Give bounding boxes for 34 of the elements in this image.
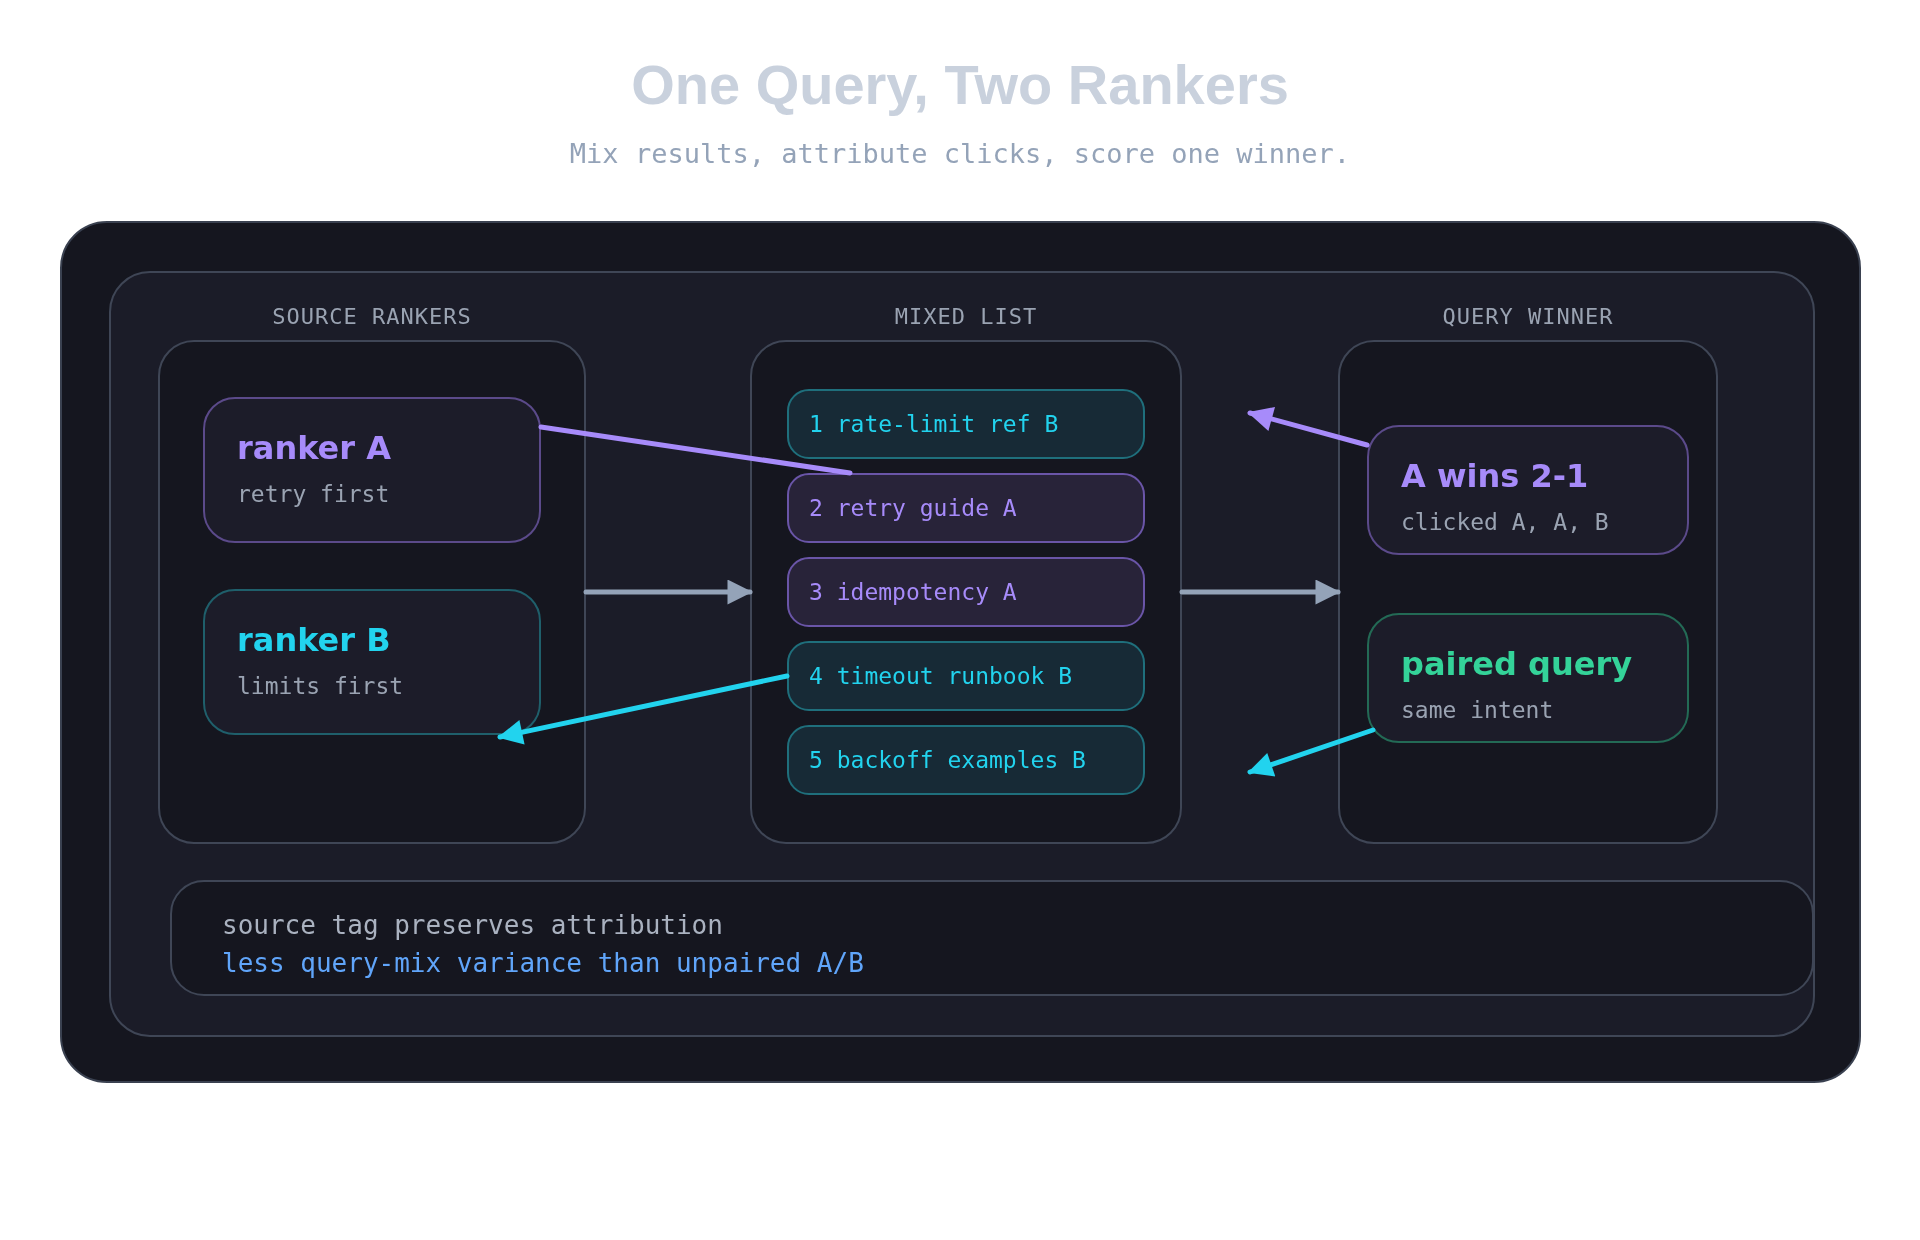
item-label: 2 retry guide A <box>809 495 1017 521</box>
card-subtitle: limits first <box>237 673 405 699</box>
card-title: paired query <box>1401 645 1634 683</box>
card <box>203 589 541 735</box>
list-item <box>787 473 1145 543</box>
list-item <box>787 725 1145 795</box>
arrow <box>497 673 790 745</box>
column-heading: QUERY WINNER <box>1441 304 1615 329</box>
card <box>1367 613 1689 743</box>
note-text: source tag preserves attribution <box>222 910 724 940</box>
card-subtitle: retry first <box>237 481 391 507</box>
arrow <box>583 579 753 605</box>
list-item <box>787 557 1145 627</box>
list-item <box>787 389 1145 459</box>
item-label: 3 idempotency A <box>809 579 1017 605</box>
card-title: ranker B <box>237 621 392 659</box>
column-heading: SOURCE RANKERS <box>271 304 473 329</box>
item-label: 4 timeout runbook B <box>809 663 1073 689</box>
item-label: 1 rate-limit ref B <box>809 411 1059 437</box>
card-title: A wins 2-1 <box>1401 457 1590 495</box>
subtitle: Mix results, attribute clicks, score one winner. <box>568 138 1352 169</box>
note-text: less query-mix variance than unpaired A/B <box>222 948 865 978</box>
card <box>1367 425 1689 555</box>
card <box>203 397 541 543</box>
column-heading: MIXED LIST <box>893 304 1039 329</box>
card-subtitle: same intent <box>1401 697 1555 723</box>
card-title: ranker A <box>237 429 392 467</box>
note-box <box>170 880 1814 996</box>
arrow <box>1247 406 1370 448</box>
item-label: 5 backoff examples B <box>809 747 1086 773</box>
arrow <box>1247 727 1376 777</box>
card-subtitle: clicked A, A, B <box>1401 509 1610 535</box>
arrow <box>1179 579 1341 605</box>
list-item <box>787 641 1145 711</box>
